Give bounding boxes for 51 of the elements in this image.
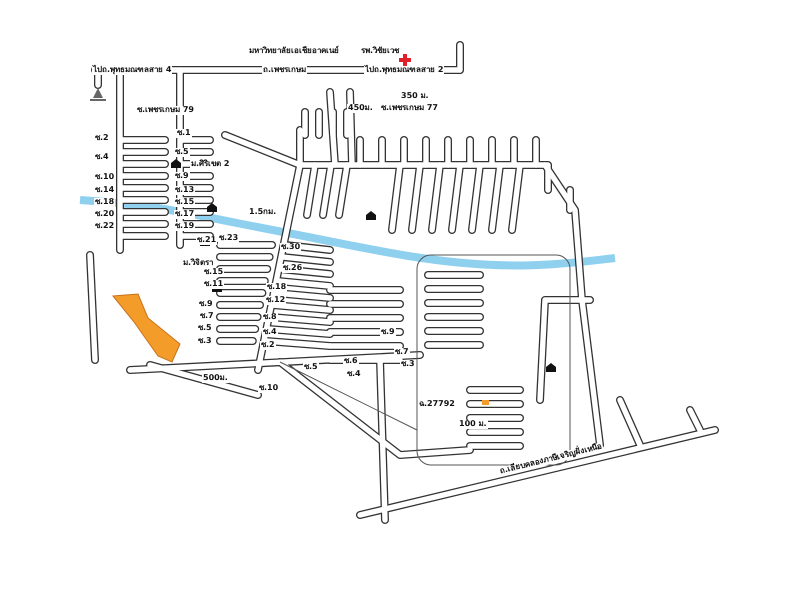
map-label: ซ.19 (174, 222, 196, 231)
map-label: ไปถ.พุทธมณฑลสาย 2 (364, 66, 444, 75)
map-label: ซ.15 (203, 268, 224, 277)
map-label: ซ.23 (218, 234, 240, 243)
map-label: ซ.22 (94, 222, 116, 231)
map-label: ไปถ.พุทธมณฑลสาย 4 (92, 66, 172, 75)
map-label: 100 ม. (458, 420, 488, 429)
map-label: ฉ.27792 (418, 400, 456, 409)
map-label: 500ม. (202, 374, 229, 383)
map-label: ซ.9 (174, 172, 190, 181)
map-label: ซ.4 (262, 328, 278, 337)
map-label: 450ม. (347, 104, 374, 113)
map-label: ซ.4 (94, 153, 110, 162)
map-label: ซ.21 (196, 236, 218, 245)
map-label: ซ.26 (282, 264, 304, 273)
map-label: ซ.14 (94, 186, 116, 195)
map-label: รพ.วิชัยเวช (360, 47, 400, 56)
map-label: ซ.5 (174, 148, 190, 157)
map-label: ซ.8 (262, 313, 278, 322)
map-label: ถ.เพชรเกษม (262, 66, 308, 75)
map-label: ซ.12 (265, 296, 286, 305)
map-label: ซ.10 (94, 173, 116, 182)
map-label: ซ.3 (400, 360, 416, 369)
map-label: ม.ศิริเขต 2 (190, 160, 230, 169)
map-label: ซ.4 (346, 370, 362, 379)
map-label: ซ.1 (176, 129, 192, 138)
map-label: ซ.เพชรเกษม 77 (380, 104, 439, 113)
map-label: ซ.7 (199, 312, 215, 321)
map-label: ซ.18 (94, 198, 116, 207)
map-label: ซ.2 (94, 134, 110, 143)
map-label: ซ.18 (266, 283, 288, 292)
map-label: ซ.7 (394, 348, 410, 357)
map-label: 350 ม. (400, 92, 430, 101)
map-label: ม.วิจิตรา (182, 259, 214, 268)
map-label: ซ.เพชรเกษม 79 (136, 106, 195, 115)
map-label: ซ.10 (258, 384, 280, 393)
map-label: ซ.30 (280, 243, 302, 252)
map-label: ซ.17 (174, 210, 196, 219)
map-label: ซ.6 (343, 357, 359, 366)
map-label: ซ.2 (260, 341, 276, 350)
map-label: ซ.3 (197, 337, 213, 346)
map-label: ซ.9 (380, 328, 396, 337)
map-label: ซ.15 (174, 198, 196, 207)
map-label: 1.5กม. (248, 208, 278, 217)
map-label: มหาวิทยาลัยเอเชียอาคเนย์ (248, 47, 340, 56)
map-label: ซ.13 (174, 186, 196, 195)
map-label: ซ.11 (203, 280, 224, 289)
map-label: ซ.20 (94, 210, 116, 219)
map-label: ซ.5 (197, 324, 213, 333)
map-label: ซ.9 (198, 300, 214, 309)
map-label: ซ.5 (303, 363, 319, 372)
